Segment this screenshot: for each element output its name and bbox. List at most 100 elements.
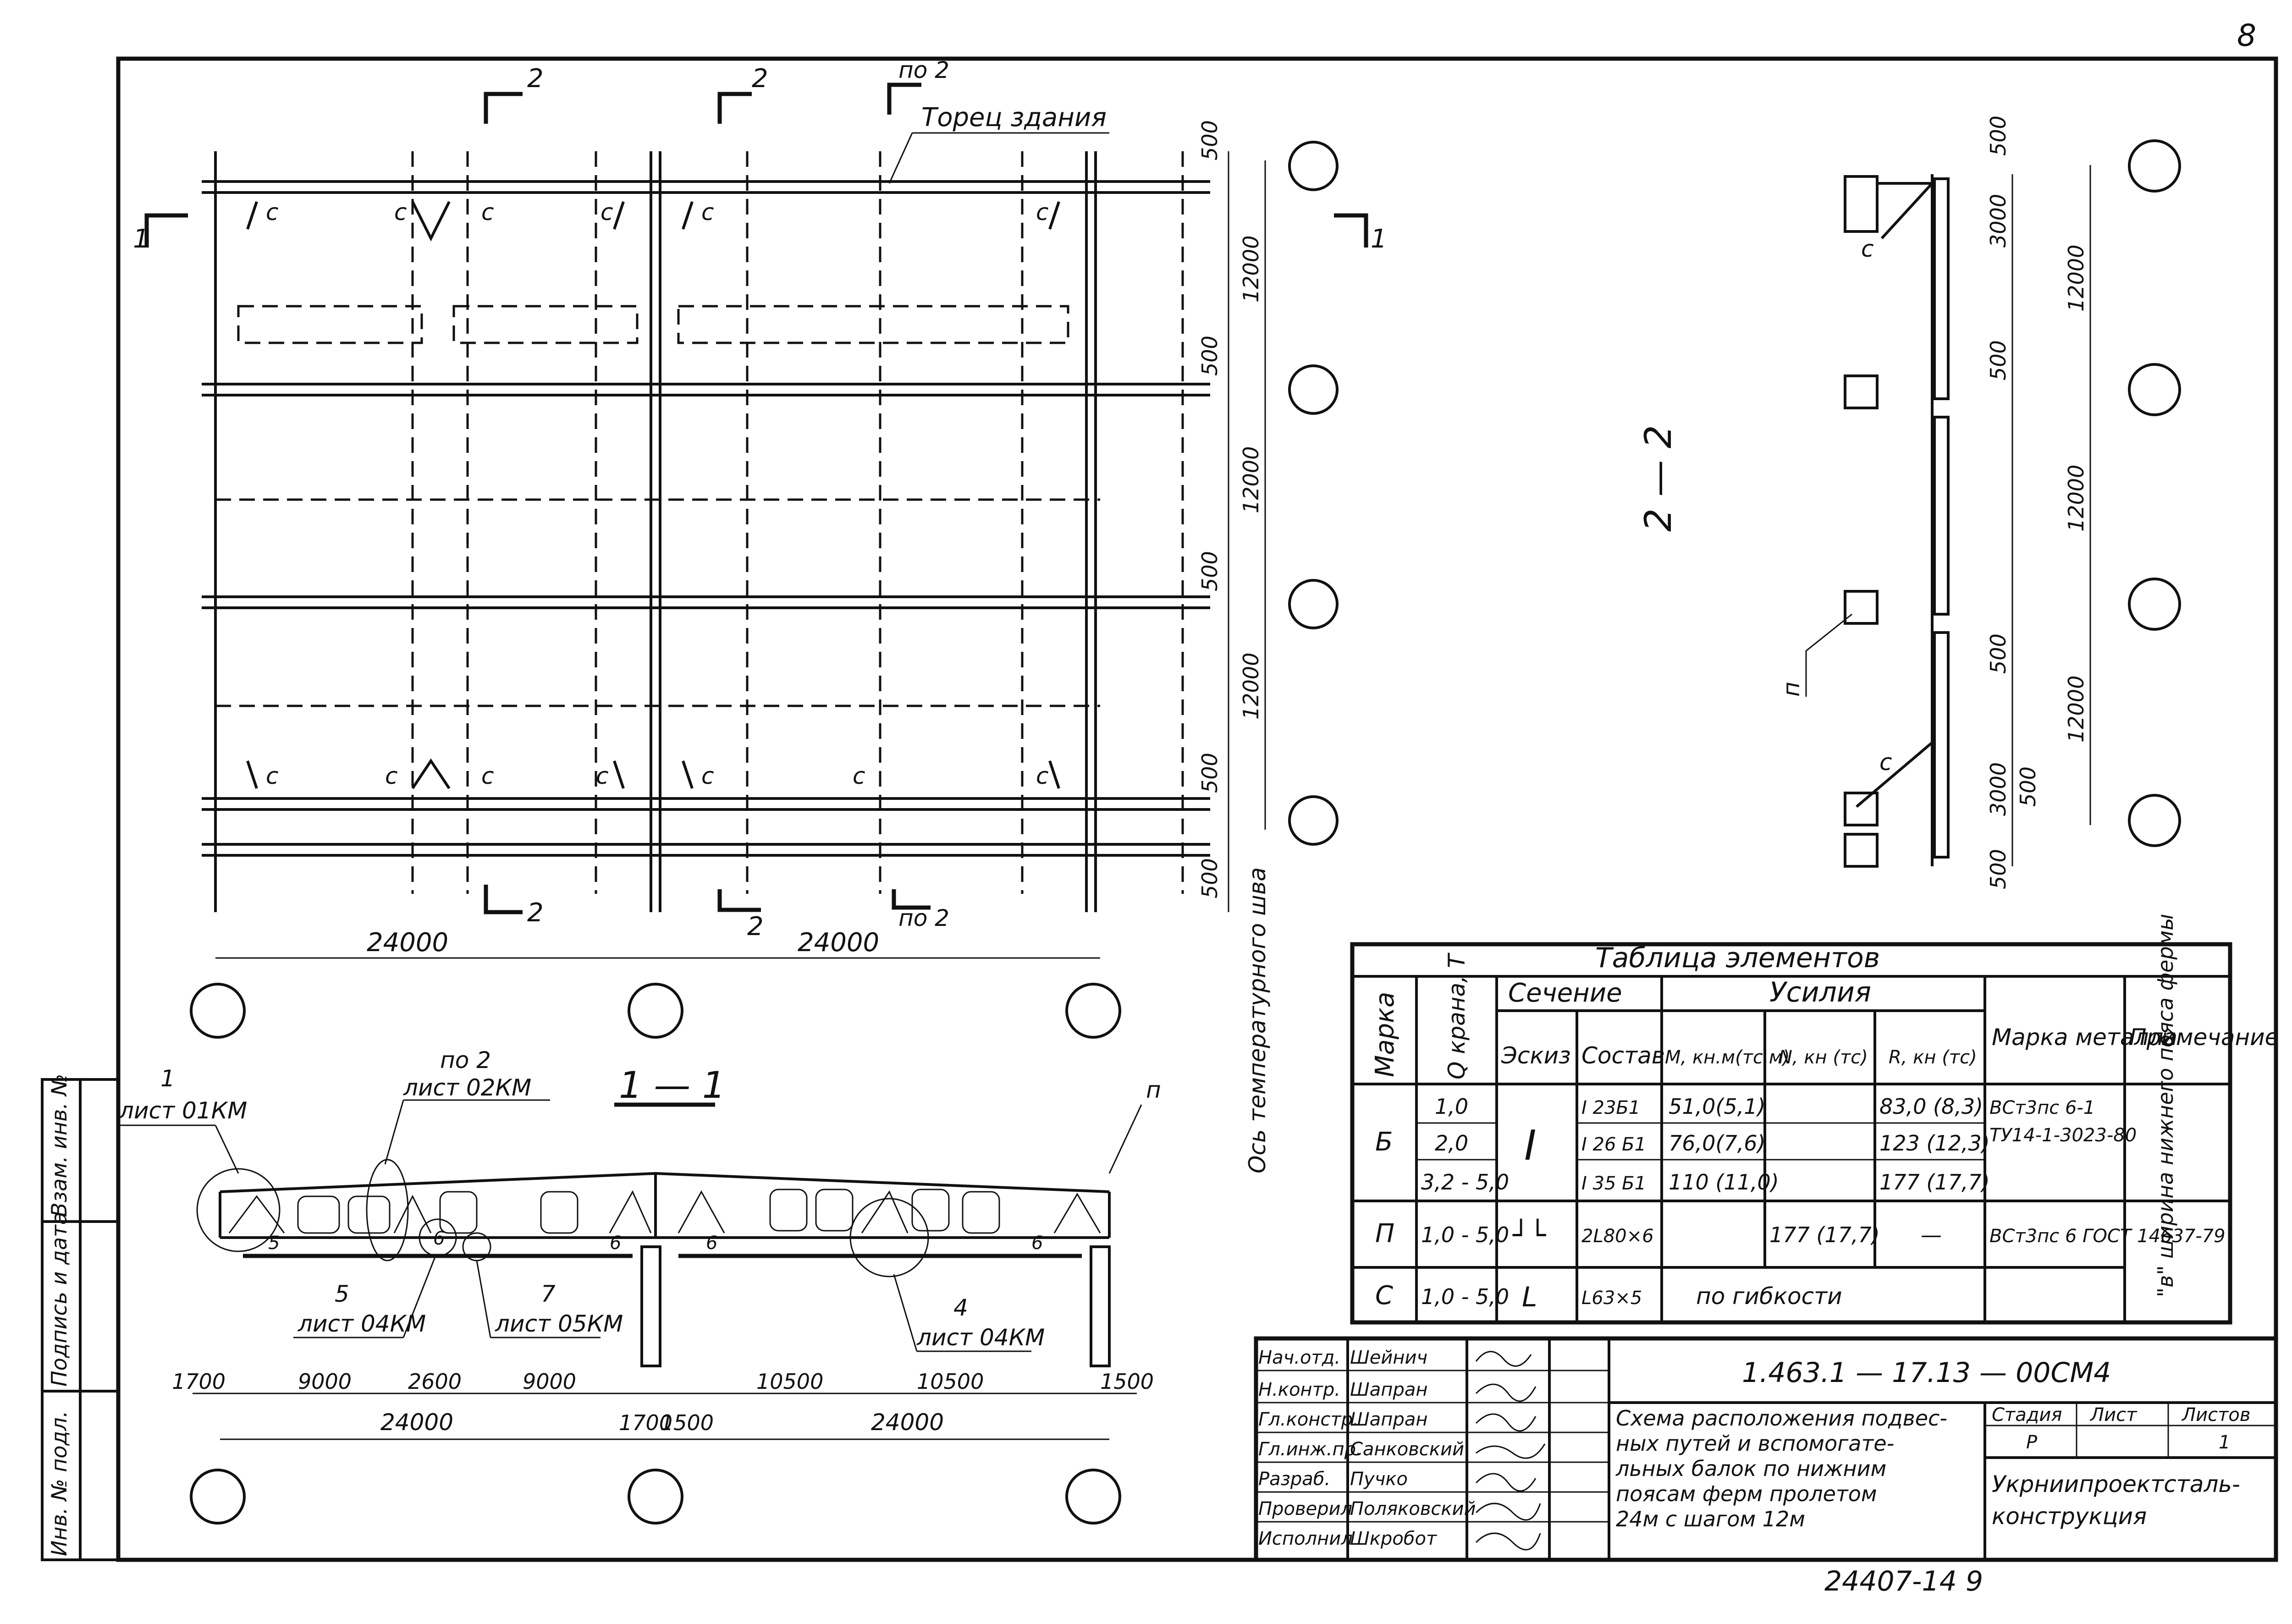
svg-text:2: 2 bbox=[747, 912, 764, 941]
svg-text:6: 6 bbox=[706, 1233, 717, 1254]
header-steel: Марка металла bbox=[1992, 1024, 2177, 1051]
stamp-title-1: Схема расположения подвес- bbox=[1616, 1406, 1947, 1431]
svg-text:c: c bbox=[1036, 763, 1049, 789]
svg-text:c: c bbox=[1879, 749, 1892, 776]
svg-text:500: 500 bbox=[1197, 753, 1222, 793]
doc-code: 1.463.1 — 17.13 — 00СМ4 bbox=[1742, 1357, 2111, 1389]
stamp-title-2: ных путей и вспомогате- bbox=[1616, 1431, 1894, 1456]
svg-text:12000: 12000 bbox=[2064, 245, 2088, 312]
header-forces: Усилия bbox=[1769, 976, 1871, 1008]
svg-text:1,0: 1,0 bbox=[1435, 1094, 1468, 1119]
sheet-frame bbox=[116, 56, 2278, 1562]
svg-text:1500: 1500 bbox=[660, 1410, 714, 1435]
svg-text:Пучко: Пучко bbox=[1350, 1469, 1408, 1490]
svg-text:2L80×6: 2L80×6 bbox=[1581, 1226, 1654, 1247]
svg-text:c: c bbox=[701, 763, 714, 789]
svg-text:I 35 Б1: I 35 Б1 bbox=[1581, 1173, 1646, 1194]
header-mark: Марка bbox=[1370, 992, 1400, 1077]
svg-text:51,0(5,1): 51,0(5,1) bbox=[1669, 1094, 1765, 1119]
svg-text:24000: 24000 bbox=[380, 1409, 453, 1436]
table-title: Таблица элементов bbox=[1595, 942, 1880, 974]
sheets-total: 1 bbox=[2219, 1432, 2230, 1453]
header-m: М, кн.м(тс.м) bbox=[1665, 1047, 1790, 1068]
org-line-1: Укрниипроектсталь- bbox=[1992, 1471, 2240, 1497]
svg-text:Проверил: Проверил bbox=[1258, 1498, 1352, 1519]
svg-text:L: L bbox=[1522, 1281, 1537, 1313]
brace-marks: c c c c c c c c c c c c c bbox=[246, 199, 1060, 789]
svg-text:c: c bbox=[701, 199, 714, 226]
stamp-roles: Нач.отд. Шейнич Н.контр. Шапран Гл.конст… bbox=[1258, 1347, 1476, 1549]
plan-dim-24000-right: 24000 bbox=[798, 928, 879, 958]
sheet-header: Лист bbox=[2089, 1404, 2138, 1426]
svg-text:2: 2 bbox=[752, 64, 768, 94]
svg-text:500: 500 bbox=[1986, 849, 2011, 889]
stamp-signatures bbox=[1475, 1351, 1546, 1551]
table-row-c: С 1,0 - 5,0 L L63×5 по гибкости bbox=[1375, 1281, 1842, 1313]
archive-number: 24407-14 9 bbox=[1824, 1565, 1983, 1597]
svg-text:Подпись и дата: Подпись и дата bbox=[47, 1212, 72, 1387]
svg-text:3000: 3000 bbox=[1986, 194, 2011, 248]
svg-text:6: 6 bbox=[610, 1233, 621, 1254]
building-end-label: Торец здания bbox=[921, 103, 1107, 132]
section-1-1-dims-row2: 24000 1700 1500 24000 bbox=[380, 1409, 944, 1436]
svg-text:110 (11,0): 110 (11,0) bbox=[1669, 1170, 1779, 1195]
svg-text:24000: 24000 bbox=[871, 1409, 944, 1436]
svg-text:п: п bbox=[1778, 682, 1805, 697]
svg-text:ВСт3пс 6 ГОСТ 14637-79: ВСт3пс 6 ГОСТ 14637-79 bbox=[1989, 1226, 2226, 1247]
svg-text:123 (12,3): 123 (12,3) bbox=[1879, 1131, 1990, 1156]
svg-text:c: c bbox=[1036, 199, 1049, 226]
stamp-title-4: поясам ферм пролетом bbox=[1616, 1481, 1877, 1506]
svg-text:3,2 - 5,0: 3,2 - 5,0 bbox=[1421, 1170, 1509, 1195]
svg-text:L63×5: L63×5 bbox=[1581, 1288, 1642, 1309]
svg-text:c: c bbox=[266, 763, 279, 789]
svg-text:c: c bbox=[385, 763, 398, 789]
svg-text:Инв. № подл.: Инв. № подл. bbox=[47, 1411, 72, 1556]
svg-text:500: 500 bbox=[1986, 340, 2011, 380]
stage-value: Р bbox=[2026, 1432, 2038, 1453]
svg-text:c: c bbox=[394, 199, 407, 226]
svg-text:Санковский: Санковский bbox=[1350, 1439, 1464, 1460]
section-1-1-dims-row1: 1700 9000 2600 9000 10500 10500 1500 bbox=[172, 1369, 1154, 1394]
header-section: Сечение bbox=[1508, 978, 1622, 1008]
svg-text:1: 1 bbox=[160, 1065, 175, 1092]
svg-text:Шапран: Шапран bbox=[1350, 1409, 1428, 1430]
header-r: R, кн (тс) bbox=[1889, 1047, 1977, 1068]
svg-text:7: 7 bbox=[541, 1281, 556, 1307]
section-2-2-title: 2 — 2 bbox=[1637, 425, 1680, 532]
svg-text:5: 5 bbox=[268, 1233, 280, 1254]
svg-text:12000: 12000 bbox=[2064, 465, 2088, 532]
svg-text:12000: 12000 bbox=[2064, 676, 2088, 743]
section-cut-marks: 2 2 по 2 1 1 2 2 по 2 bbox=[133, 57, 1387, 941]
table-note: "в" ширина нижнего пояса фермы bbox=[2153, 914, 2178, 1297]
section-1-1-title: 1 — 1 bbox=[619, 1064, 726, 1107]
svg-text:2: 2 bbox=[527, 898, 544, 928]
svg-text:12000: 12000 bbox=[1239, 653, 1263, 720]
svg-text:I 23Б1: I 23Б1 bbox=[1581, 1097, 1640, 1118]
header-q: Q крана, Т bbox=[1444, 952, 1470, 1079]
svg-text:83,0 (8,3): 83,0 (8,3) bbox=[1879, 1094, 1983, 1119]
table-row-b: Б 1,0 2,0 3,2 - 5,0 I I 23Б1 I 26 Б1 I 3… bbox=[1375, 1094, 2137, 1195]
plan-vertical-dims: 500 12000 500 12000 500 12000 500 500 bbox=[1197, 120, 1263, 898]
svg-text:лист 05КМ: лист 05КМ bbox=[495, 1310, 623, 1337]
svg-text:177 (17,7): 177 (17,7) bbox=[1769, 1222, 1880, 1247]
svg-text:500: 500 bbox=[1986, 633, 2011, 674]
header-n: N, кн (тс) bbox=[1779, 1047, 1868, 1068]
svg-text:9000: 9000 bbox=[523, 1369, 576, 1394]
side-stamp: Инв. № подл. Подпись и дата Взам. инв. № bbox=[41, 1074, 120, 1561]
svg-text:12000: 12000 bbox=[1239, 446, 1263, 513]
svg-text:4: 4 bbox=[953, 1294, 968, 1321]
svg-text:ТУ14-1-3023-80: ТУ14-1-3023-80 bbox=[1989, 1125, 2137, 1146]
truss-web bbox=[228, 1189, 1101, 1234]
plan-dim-24000-left: 24000 bbox=[367, 928, 448, 958]
svg-text:500: 500 bbox=[1197, 858, 1222, 898]
svg-text:9000: 9000 bbox=[298, 1369, 352, 1394]
svg-text:12000: 12000 bbox=[1239, 236, 1263, 303]
section-2-2: 2 — 2 c п c 500 3000 12000 500 12000 500… bbox=[1637, 116, 2181, 889]
header-sketch: Эскиз bbox=[1501, 1042, 1571, 1069]
svg-text:Б: Б bbox=[1375, 1127, 1393, 1157]
svg-text:10500: 10500 bbox=[756, 1369, 823, 1394]
svg-text:3000: 3000 bbox=[1986, 762, 2011, 816]
svg-text:500: 500 bbox=[1986, 116, 2011, 156]
runway-2 bbox=[202, 383, 1210, 396]
